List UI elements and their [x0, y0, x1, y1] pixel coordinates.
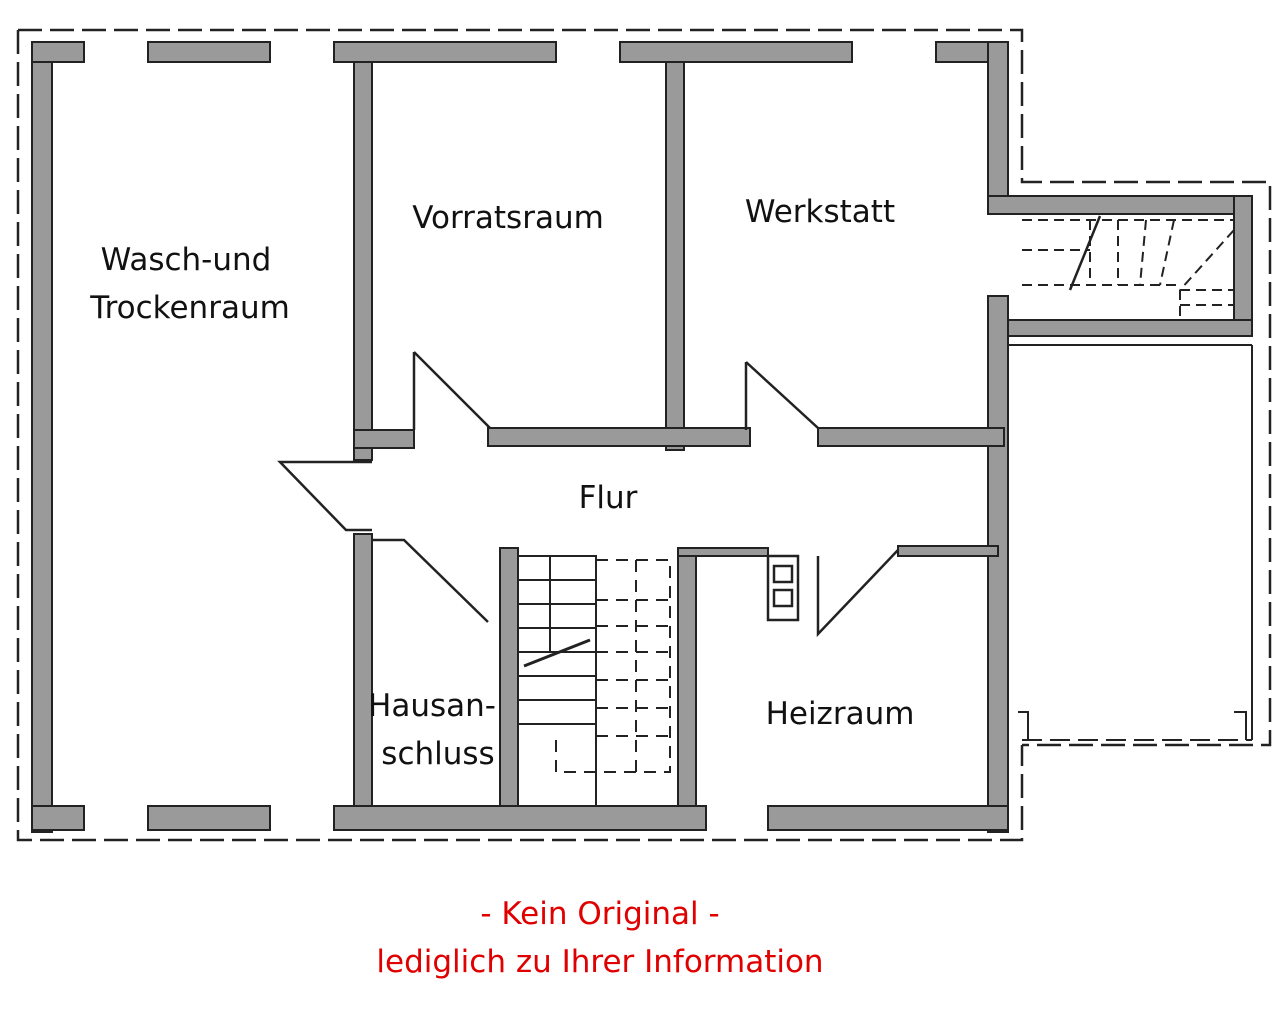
wall-vorrat-left [353, 61, 373, 461]
notice-line-1: - Kein Original - [480, 896, 720, 932]
flur-arrow-outline [277, 460, 372, 532]
door-swings [277, 351, 899, 638]
door-vorrat [412, 351, 491, 430]
wall-bottom-segment-1 [147, 805, 271, 831]
chimney [766, 554, 800, 622]
wall-heiz-top [677, 547, 769, 557]
wall-vorrat-stub [353, 429, 415, 449]
wall-right-upper [987, 41, 1009, 215]
door-heiz [816, 549, 899, 638]
door-werkstatt [744, 361, 819, 430]
wall-bottom-segment-3 [767, 805, 1009, 831]
wall-stairwell-left [499, 547, 519, 807]
notice-line-2: lediglich zu Ihrer Information [376, 944, 824, 980]
wall-top-segment-1 [147, 41, 271, 63]
room-label-wasch-line1: Wasch-und [101, 242, 272, 278]
outer-dashed-outline [16, 28, 1272, 842]
wall-flur-top-1 [487, 427, 751, 447]
room-label-vorratsraum: Vorratsraum [412, 200, 604, 236]
room-label-wasch-line2: Trockenraum [89, 290, 290, 326]
wall-top-left [31, 41, 85, 63]
staircase-right [1022, 219, 1235, 320]
wall-left [31, 41, 53, 833]
room-label-heizraum: Heizraum [766, 696, 915, 732]
wall-bottom-segment-2 [333, 805, 707, 831]
wall-bottom-left [31, 805, 85, 831]
wall-right-lower [987, 295, 1009, 833]
wall-stair-bottom [987, 319, 1253, 337]
wall-heiz-top-right [897, 545, 999, 557]
room-label-hausan-line1: Hausan- [368, 688, 496, 724]
wall-stairwell-right [677, 547, 697, 807]
wall-top-segment-3 [619, 41, 853, 63]
room-label-flur: Flur [579, 480, 638, 516]
walls [31, 41, 1253, 833]
door-hausan [372, 538, 489, 623]
wall-hausan-left [353, 533, 373, 807]
floor-plan: Wasch-und Trockenraum Vorratsraum Werkst… [16, 28, 1272, 842]
wall-top-segment-2 [333, 41, 557, 63]
wall-flur-top-2 [817, 427, 1005, 447]
room-label-werkstatt: Werkstatt [745, 194, 895, 230]
staircase-main [517, 555, 671, 807]
wall-stair-top [987, 195, 1251, 215]
wall-vorrat-werkstatt [665, 61, 685, 451]
wall-stair-right [1233, 195, 1253, 337]
annex [1008, 344, 1253, 741]
stair-right-arrow [1068, 215, 1102, 291]
room-label-hausan-line2: schluss [381, 736, 494, 772]
